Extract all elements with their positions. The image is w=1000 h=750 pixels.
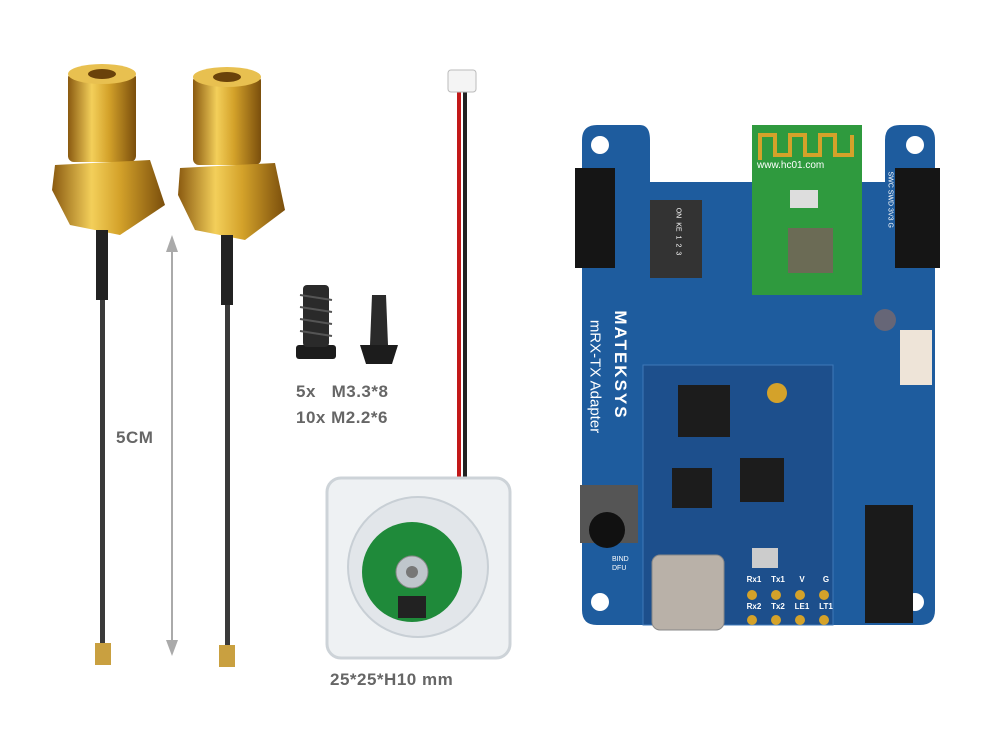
sma-antenna-cable-left xyxy=(52,64,165,665)
screw-m2 xyxy=(360,295,398,364)
screw-spec-m2: 10x M2.2*6 xyxy=(296,408,388,427)
screw-m3 xyxy=(296,285,336,359)
pad-label: Tx1 xyxy=(771,575,785,584)
pad-label: Rx1 xyxy=(746,575,762,584)
board-brand: MATEKSYS xyxy=(611,310,630,420)
pad-label: V xyxy=(799,575,805,584)
pad-label: G xyxy=(822,575,830,584)
pad-labels-row2: Rx2 Tx2 LE1 LT1 xyxy=(742,602,838,611)
fan-size-label: 25*25*H10 mm xyxy=(330,670,454,689)
bind-label: BIND xyxy=(612,556,629,563)
screw-spec-m3: 5x M3.3*8 xyxy=(296,382,389,401)
dip-switch-labels: ON KE 1 2 3 xyxy=(674,208,681,256)
pad-labels-row1: Rx1 Tx1 V G xyxy=(742,575,838,584)
board-model: mRX-TX Adapter xyxy=(586,319,604,434)
pad-label: LE1 xyxy=(794,602,810,611)
dip-label: 3 xyxy=(674,251,682,256)
bind-dfu-label: BIND DFU xyxy=(612,555,629,573)
cooling-fan xyxy=(325,69,512,660)
dip-label: KE xyxy=(674,222,682,232)
dip-label: 1 xyxy=(674,235,682,240)
module-url: www.hc01.com xyxy=(757,160,825,171)
pad-label: Tx2 xyxy=(771,602,785,611)
swd-header-label: SWC SWD 3V3 G xyxy=(886,171,894,228)
dfu-label: DFU xyxy=(612,565,627,572)
dip-label: 2 xyxy=(674,243,682,248)
mrx-tx-adapter-board xyxy=(575,125,940,631)
sma-antenna-cable-right xyxy=(178,67,285,667)
pad-label: Rx2 xyxy=(746,602,762,611)
dip-label: ON xyxy=(674,207,682,219)
pad-label: LT1 xyxy=(819,602,833,611)
length-arrow xyxy=(166,235,178,656)
cable-length-label: 5CM xyxy=(116,428,154,447)
